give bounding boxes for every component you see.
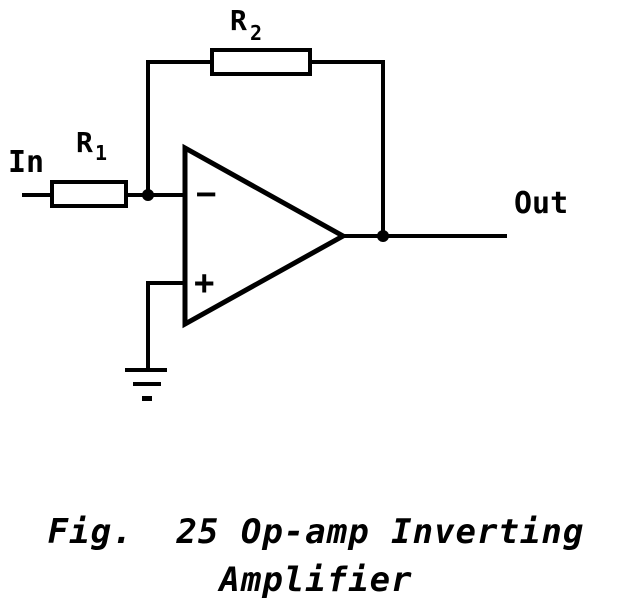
inverting-amplifier-schematic: In Out R 1 R 2 − + xyxy=(8,4,568,401)
feedback-wire-left xyxy=(146,60,214,197)
figure-caption-line2: Amplifier xyxy=(219,560,413,600)
feedback-wire-right xyxy=(308,60,385,238)
resistor-r2 xyxy=(210,48,312,76)
figure-caption-line1: Fig. 25 Op-amp Inverting xyxy=(47,512,585,552)
resistor-r1 xyxy=(50,180,128,208)
r2-label-subscript: 2 xyxy=(250,21,262,45)
r1-label-subscript: 1 xyxy=(95,141,107,165)
op-amp-triangle xyxy=(182,143,349,329)
r1-label-letter: R xyxy=(76,126,93,159)
input-label: In xyxy=(8,145,44,180)
inverting-input-sign: − xyxy=(196,174,216,214)
ground-bar-bottom xyxy=(142,396,152,401)
output-label: Out xyxy=(514,186,568,221)
output-junction-node xyxy=(377,230,389,242)
noninverting-input-wire xyxy=(146,281,187,372)
noninverting-input-sign: + xyxy=(194,263,214,303)
r2-label-letter: R xyxy=(230,4,247,37)
inverting-junction-node xyxy=(142,189,154,201)
